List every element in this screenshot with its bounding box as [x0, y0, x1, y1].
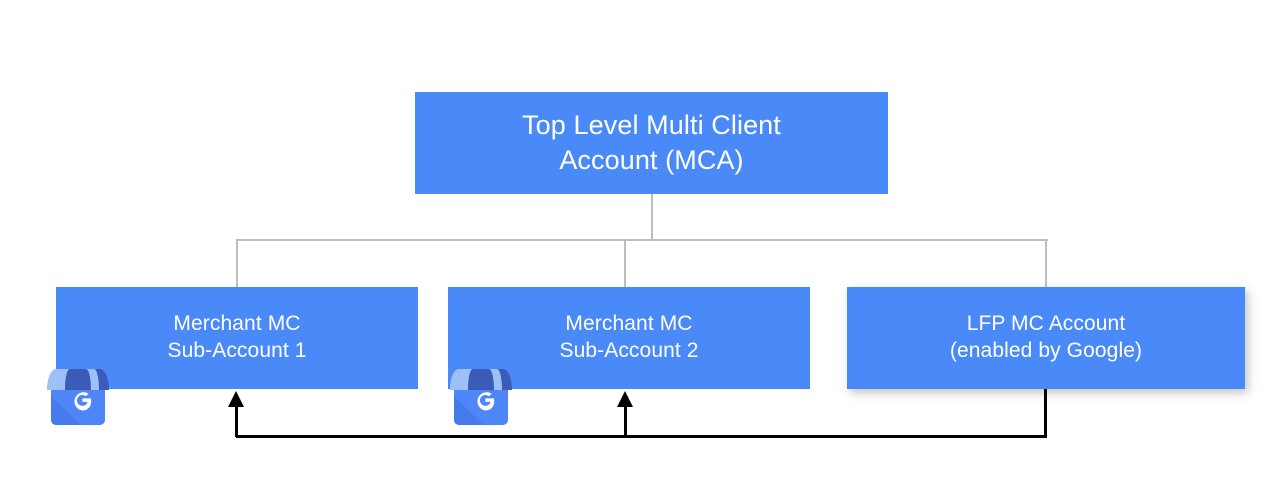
node-merchant-mc-sub-account-1[interactable]: Merchant MC Sub-Account 1	[56, 287, 418, 389]
arrow-segment-up-to-sub-account-2	[624, 404, 627, 437]
google-business-profile-icon	[47, 369, 109, 425]
arrow-segment-lfp-down	[1044, 389, 1047, 438]
node-lfp-mc-account-label: LFP MC Account (enabled by Google)	[949, 312, 1143, 362]
arrow-segment-up-to-sub-account-1	[235, 404, 238, 437]
connector-horizontal-bus	[236, 239, 1048, 241]
node-top-level-mca[interactable]: Top Level Multi Client Account (MCA)	[415, 92, 888, 194]
node-merchant-mc-sub-account-2[interactable]: Merchant MC Sub-Account 2	[448, 287, 810, 389]
arrow-segment-bottom-bus	[236, 435, 1047, 438]
node-top-level-mca-label: Top Level Multi Client Account (MCA)	[522, 110, 781, 175]
node-lfp-mc-account[interactable]: LFP MC Account (enabled by Google)	[847, 287, 1245, 389]
node-merchant-mc-sub-account-1-label: Merchant MC Sub-Account 1	[167, 312, 307, 362]
arrowhead-to-sub-account-1	[228, 391, 244, 407]
connector-drop-to-lfp-account	[1045, 239, 1047, 288]
node-merchant-mc-sub-account-2-label: Merchant MC Sub-Account 2	[559, 312, 699, 362]
connector-mca-stem	[651, 194, 653, 241]
connector-drop-to-sub-account-1	[236, 239, 238, 288]
arrowhead-to-sub-account-2	[617, 391, 633, 407]
connector-drop-to-sub-account-2	[624, 239, 626, 288]
google-business-profile-icon	[450, 369, 512, 425]
